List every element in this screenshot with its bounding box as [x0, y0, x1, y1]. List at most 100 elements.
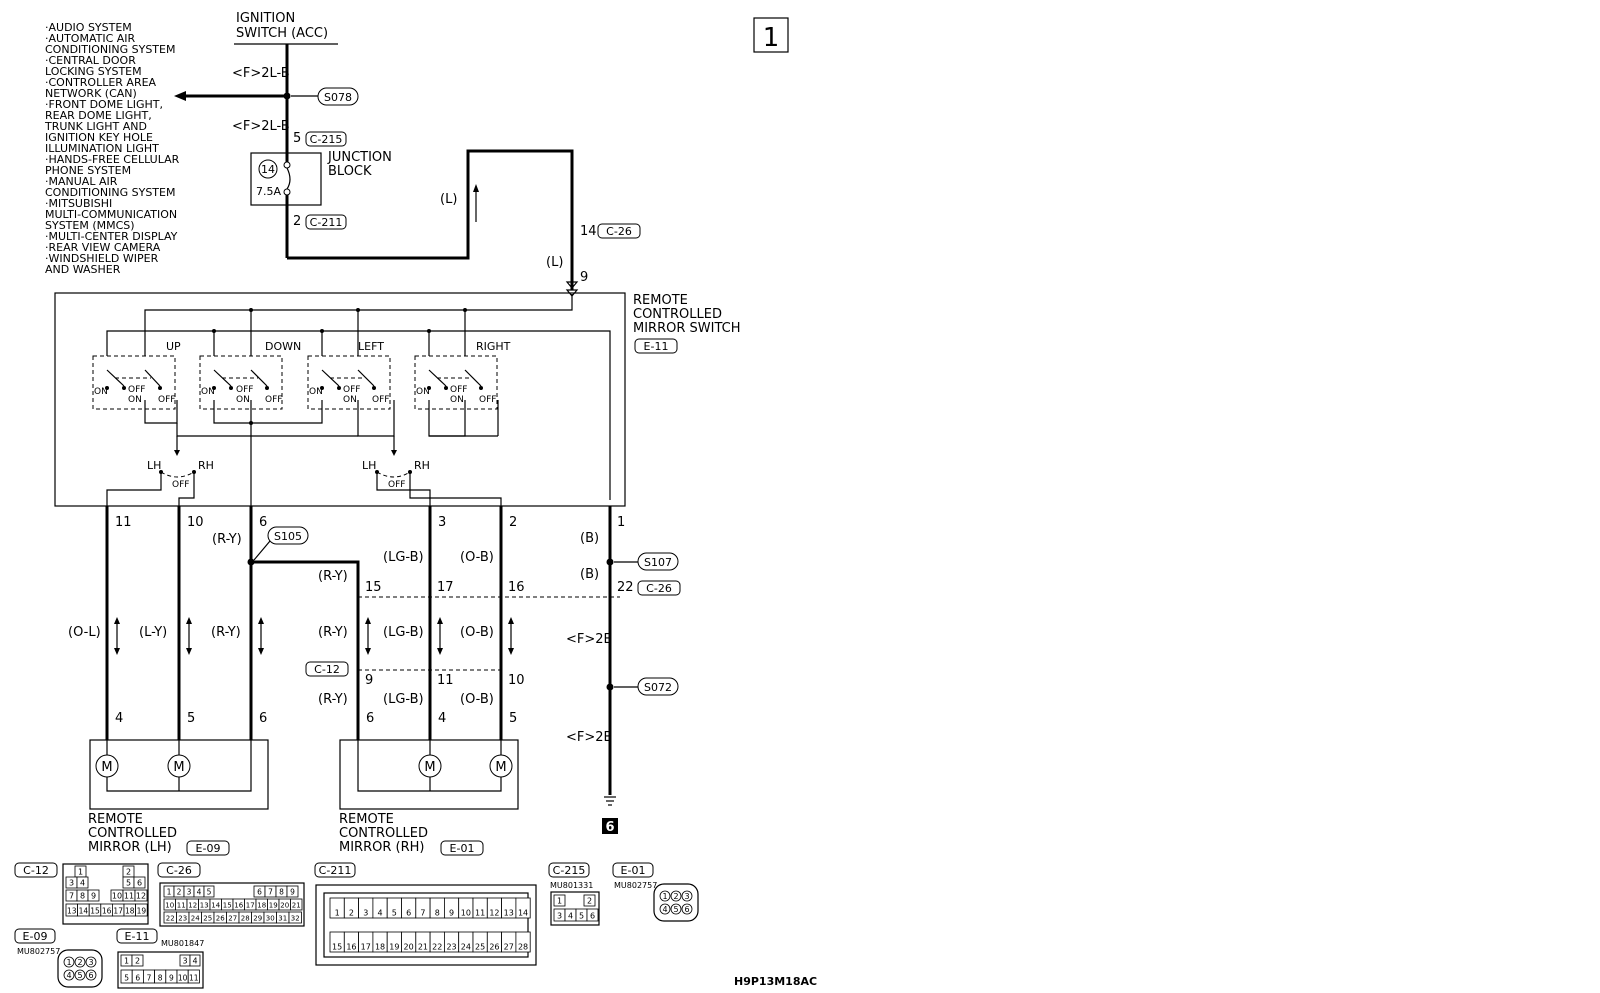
connector-pin-number: 1 — [557, 897, 562, 906]
connector-pin-number: 18 — [125, 907, 135, 916]
connector-pin-number: 1 — [124, 957, 129, 966]
wire-label-ry: (R-Y) — [318, 569, 348, 584]
connector-pin-number: 26 — [489, 943, 499, 952]
connector-pin-number: 17 — [246, 902, 255, 910]
switch-label-down: DOWN — [265, 340, 301, 353]
wire-label-l: (L) — [546, 255, 563, 270]
wire-label-f2lb: <F>2L-B — [232, 66, 290, 81]
connector-pin-number: 30 — [266, 915, 275, 923]
diagram-code: H9P13M18AC — [734, 975, 817, 988]
connector-pin-number: 32 — [291, 915, 300, 923]
system-list-line: PHONE SYSTEM — [45, 164, 131, 177]
pin-label: 10 — [508, 673, 525, 688]
system-list-line: ·CONTROLLER AREA — [45, 76, 157, 89]
wire-label-ry: (R-Y) — [318, 625, 348, 640]
pin-label: 2 — [293, 214, 301, 229]
connector-cavity — [583, 894, 596, 907]
pin-label: 9 — [365, 673, 373, 688]
system-list-line: ·CENTRAL DOOR — [45, 54, 136, 67]
system-list-line: SYSTEM (MMCS) — [45, 219, 135, 232]
switch-section-left: LEFT ON OFF ON OFF — [307, 340, 391, 410]
connector-pin-number: 3 — [69, 879, 74, 888]
junction-block: 14 7.5A — [250, 140, 322, 206]
fuse-rating: 7.5A — [256, 185, 281, 198]
connector-pin-number: 9 — [169, 974, 174, 983]
current-arrow-icon — [473, 184, 479, 192]
connector-pin-number: 4 — [66, 971, 71, 980]
system-list: ·AUDIO SYSTEM ·AUTOMATIC AIR CONDITIONIN… — [44, 21, 183, 276]
system-list-line: CONDITIONING SYSTEM — [45, 43, 175, 56]
pin-label: 11 — [115, 515, 132, 530]
wire-label-lgb: (LG-B) — [383, 692, 424, 707]
connector-pin-number: 6 — [135, 974, 140, 983]
splice-s078: S078 — [291, 87, 359, 106]
system-list-line: ·MANUAL AIR — [45, 175, 118, 188]
connector-pin-number: 4 — [80, 879, 85, 888]
connector-cavity — [131, 954, 144, 967]
connector-pin-number: 2 — [349, 909, 354, 918]
svg-text:M: M — [101, 760, 112, 775]
switch-on-label: ON — [343, 395, 357, 405]
connector-cavity — [288, 911, 302, 924]
pin-label: 4 — [438, 711, 446, 726]
wire-label-f2b: <F>2B — [566, 730, 612, 745]
system-list-line: ·WINDSHIELD WIPER — [45, 252, 159, 265]
splice-dot — [247, 558, 255, 566]
connector-pin-number: 3 — [187, 888, 192, 897]
svg-text:C-26: C-26 — [606, 225, 632, 238]
switch-section-up: UP ON OFF ON OFF — [92, 340, 181, 410]
pin-label: 3 — [438, 515, 446, 530]
switch-on-label: ON — [94, 387, 108, 397]
svg-text:C-12: C-12 — [314, 663, 340, 676]
connector-pin-number: 10 — [165, 902, 174, 910]
motor-icon — [489, 754, 513, 778]
system-list-line: ·MITSUBISHI — [45, 197, 112, 210]
mirror-lh-label-3: MIRROR (LH) — [88, 840, 172, 855]
wire-label-ry: (R-Y) — [318, 692, 348, 707]
connector-cavity — [290, 898, 303, 911]
connector-pin-number: 14 — [211, 902, 220, 910]
connector-cavity — [189, 954, 201, 967]
connector-pin-number: 12 — [188, 902, 197, 910]
svg-text:E-09: E-09 — [23, 930, 48, 943]
connector-pin-number: 14 — [79, 907, 89, 916]
switch-label-left: LEFT — [358, 340, 384, 353]
selector-lh-label: LH — [362, 459, 376, 472]
connector-pin-number: 8 — [435, 909, 440, 918]
selector-off-label: OFF — [172, 480, 189, 490]
system-list-line: TRUNK LIGHT AND — [44, 120, 147, 133]
connector-cavity — [85, 969, 97, 981]
connector-pin-number: 18 — [257, 902, 266, 910]
connector-pin-number: 5 — [579, 912, 584, 921]
junction-block-label-2: BLOCK — [328, 164, 372, 179]
mirror-lh: M M — [89, 739, 269, 810]
wire-label-f2lb: <F>2L-B — [232, 119, 290, 134]
switch-internal-wiring — [106, 281, 611, 506]
connector-pin-number: 12 — [489, 909, 499, 918]
bidirectional-arrows — [114, 617, 514, 655]
pin-label: 16 — [508, 580, 525, 595]
switch-on-label: ON — [416, 387, 430, 397]
svg-text:E-09: E-09 — [196, 842, 221, 855]
svg-text:S105: S105 — [274, 530, 302, 543]
connector-pin-number: 13 — [200, 902, 209, 910]
connector-pin-number: 9 — [449, 909, 454, 918]
connector-pin-number: 11 — [177, 902, 186, 910]
connector-pin-number: 5 — [126, 879, 131, 888]
wire-label-ol: (O-L) — [68, 625, 101, 640]
selector-rh-label: RH — [198, 459, 214, 472]
ground-number: 6 — [605, 820, 614, 835]
wire-label-ob: (O-B) — [460, 692, 494, 707]
connector-tag-c211: C-211 — [305, 214, 347, 230]
connector-pin-number: 7 — [268, 888, 273, 897]
connector-tag-c215: C-215 — [305, 131, 347, 147]
system-list-line: ·REAR VIEW CAMERA — [45, 241, 161, 254]
pin-label: 4 — [115, 711, 123, 726]
motor-icon — [95, 754, 119, 778]
system-list-line: LOCKING SYSTEM — [45, 65, 142, 78]
switch-label-right: RIGHT — [476, 340, 511, 353]
svg-text:M: M — [424, 760, 435, 775]
mirror-switch-box — [54, 292, 626, 507]
connector-pin-number: 21 — [292, 902, 301, 910]
svg-text:S078: S078 — [324, 91, 352, 104]
